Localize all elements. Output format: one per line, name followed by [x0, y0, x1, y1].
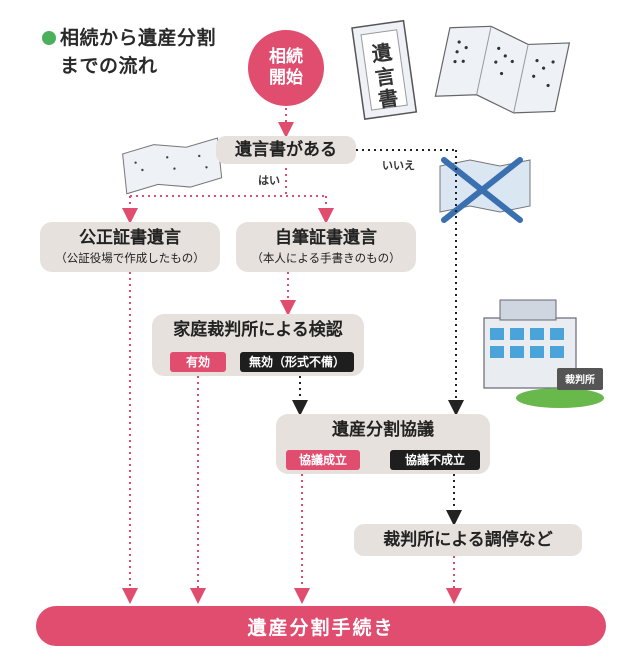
- court-building-icon: 裁判所: [483, 299, 604, 408]
- no-label: いいえ: [382, 159, 415, 172]
- final-procedure-label: 遺産分割手続き: [247, 616, 395, 639]
- notarized-will-label: 公正証書遺言: [79, 228, 181, 248]
- notarized-will-node: 公正証書遺言 （公証役場で作成したもの）: [40, 222, 220, 272]
- division-agreed-badge: 協議成立: [286, 450, 360, 470]
- title-line-2: までの流れ: [60, 55, 158, 77]
- will-exists-node: 遺言書がある: [216, 136, 356, 164]
- yes-label: はい: [258, 174, 280, 187]
- division-not-agreed-badge: 協議不成立: [390, 450, 480, 470]
- court-sign-text: 裁判所: [565, 373, 595, 386]
- will-exists-label: 遺言書がある: [235, 140, 337, 160]
- invalid-will-icon: [439, 157, 531, 223]
- folded-letter-icon: [434, 25, 571, 114]
- will-paper-icon: [122, 137, 223, 195]
- start-line-2: 開始: [269, 68, 303, 88]
- will-document-text-1: 遺: [370, 40, 394, 67]
- mediation-label: 裁判所による調停など: [383, 530, 553, 550]
- probate-label: 家庭裁判所による検認: [173, 320, 343, 340]
- probate-invalid-badge: 無効（形式不備）: [240, 352, 354, 372]
- probate-valid-badge: 有効: [170, 352, 226, 372]
- title-bullet-icon: [42, 31, 56, 45]
- page-title: 相続から遺産分割 までの流れ: [60, 24, 216, 80]
- will-document-icon: 遺 言 書: [351, 19, 418, 120]
- holographic-will-node: 自筆証書遺言 （本人による手書きのもの）: [236, 222, 416, 272]
- notarized-will-sub: （公証役場で作成したもの）: [55, 251, 205, 265]
- title-line-1: 相続から遺産分割: [60, 27, 217, 49]
- start-node: 相続 開始: [248, 30, 324, 106]
- holographic-will-label: 自筆証書遺言: [275, 228, 377, 248]
- will-document-text-2: 言: [374, 64, 397, 91]
- final-procedure-node: 遺産分割手続き: [36, 606, 606, 646]
- mediation-node: 裁判所による調停など: [354, 524, 582, 556]
- holographic-will-sub: （本人による手書きのもの）: [251, 251, 401, 265]
- will-document-text-3: 書: [377, 85, 400, 112]
- start-line-1: 相続: [269, 47, 303, 67]
- division-label: 遺産分割協議: [332, 420, 434, 440]
